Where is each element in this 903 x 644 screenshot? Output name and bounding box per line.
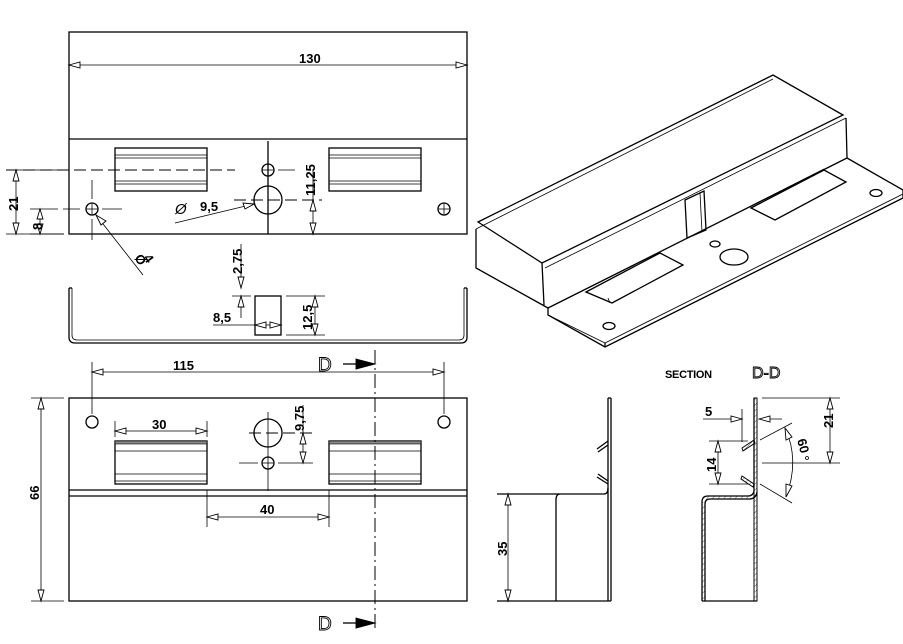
bottom-left-tab (114, 440, 208, 485)
dim-14-label: 14 (704, 457, 719, 472)
dim-8-5-label: 8,5 (213, 310, 231, 325)
dim-5-label: 5 (705, 404, 712, 419)
bottom-view: 115 30 (27, 350, 468, 635)
bottom-view-outline (68, 397, 468, 602)
dim-115: 115 (90, 358, 446, 414)
dim-9-75-label: 9,75 (292, 406, 307, 431)
section-cut-line: D D (318, 350, 377, 635)
dim-9-75: 9,75 (292, 405, 307, 465)
dim-8-label: 8 (30, 223, 45, 230)
dim-40: 40 (205, 490, 331, 527)
right-mount-hole (437, 415, 451, 429)
dim-8-5: 8,5 (213, 310, 283, 329)
dim-30: 30 (113, 417, 209, 437)
dim-21: 21 (6, 168, 64, 236)
dim-phi-4: Ø 4 (94, 213, 157, 276)
dim-12-5: 12,5 (286, 294, 325, 337)
dim-phi-9-5: Ø 9,5 (174, 199, 256, 224)
dim-21-section: 21 (762, 396, 840, 465)
dim-11-25: 11,25 (303, 164, 318, 236)
dim-40-label: 40 (260, 502, 274, 517)
dim-overall-width: 130 (67, 51, 469, 69)
dim-21-label: 21 (6, 197, 21, 211)
section-arrow-bottom (355, 617, 377, 629)
left-mount-hole (85, 415, 99, 429)
dim-60-label: 60 (794, 437, 812, 455)
right-small-hole (437, 202, 451, 216)
dim-14: 14 (704, 439, 748, 486)
section-marker-top: D (318, 355, 332, 376)
left-small-hole (30, 180, 122, 240)
dim-9-5-label: 9,5 (200, 199, 218, 214)
edge-view: 2,75 8,5 12,5 (68, 244, 468, 344)
dim-11-25-label: 11,25 (303, 164, 318, 196)
dim-66-label: 66 (27, 486, 42, 500)
side-view: 35 (495, 397, 612, 603)
bottom-center-holes (239, 412, 313, 491)
dim-5: 5 (703, 404, 782, 442)
phi-symbol-large: Ø (174, 201, 188, 218)
large-hole (234, 185, 322, 215)
dim-60-degrees: 60 (759, 422, 812, 504)
section-label: D-D (752, 365, 780, 382)
degree-symbol (805, 456, 809, 460)
dim-12-5-label: 12,5 (300, 305, 315, 330)
dim-115-label: 115 (173, 358, 194, 373)
top-view: 130 (6, 31, 469, 276)
dim-8: 8 (30, 207, 64, 236)
dim-21-section-label: 21 (821, 414, 836, 428)
section-title: SECTION (665, 369, 712, 381)
right-tab (328, 147, 422, 192)
dim-35-label: 35 (495, 542, 510, 556)
dim-130-label: 130 (299, 51, 321, 66)
dim-2-75-label: 2,75 (230, 249, 245, 274)
isometric-view (475, 74, 903, 348)
slot (254, 295, 282, 336)
dim-2-75: 2,75 (230, 244, 251, 318)
dim-66: 66 (27, 396, 64, 603)
dim-35: 35 (495, 492, 512, 603)
section-marker-bottom: D (318, 614, 332, 635)
section-view: SECTION D-D 5 14 (665, 365, 840, 602)
dim-30-label: 30 (152, 417, 166, 432)
section-arrow-top (355, 358, 377, 370)
